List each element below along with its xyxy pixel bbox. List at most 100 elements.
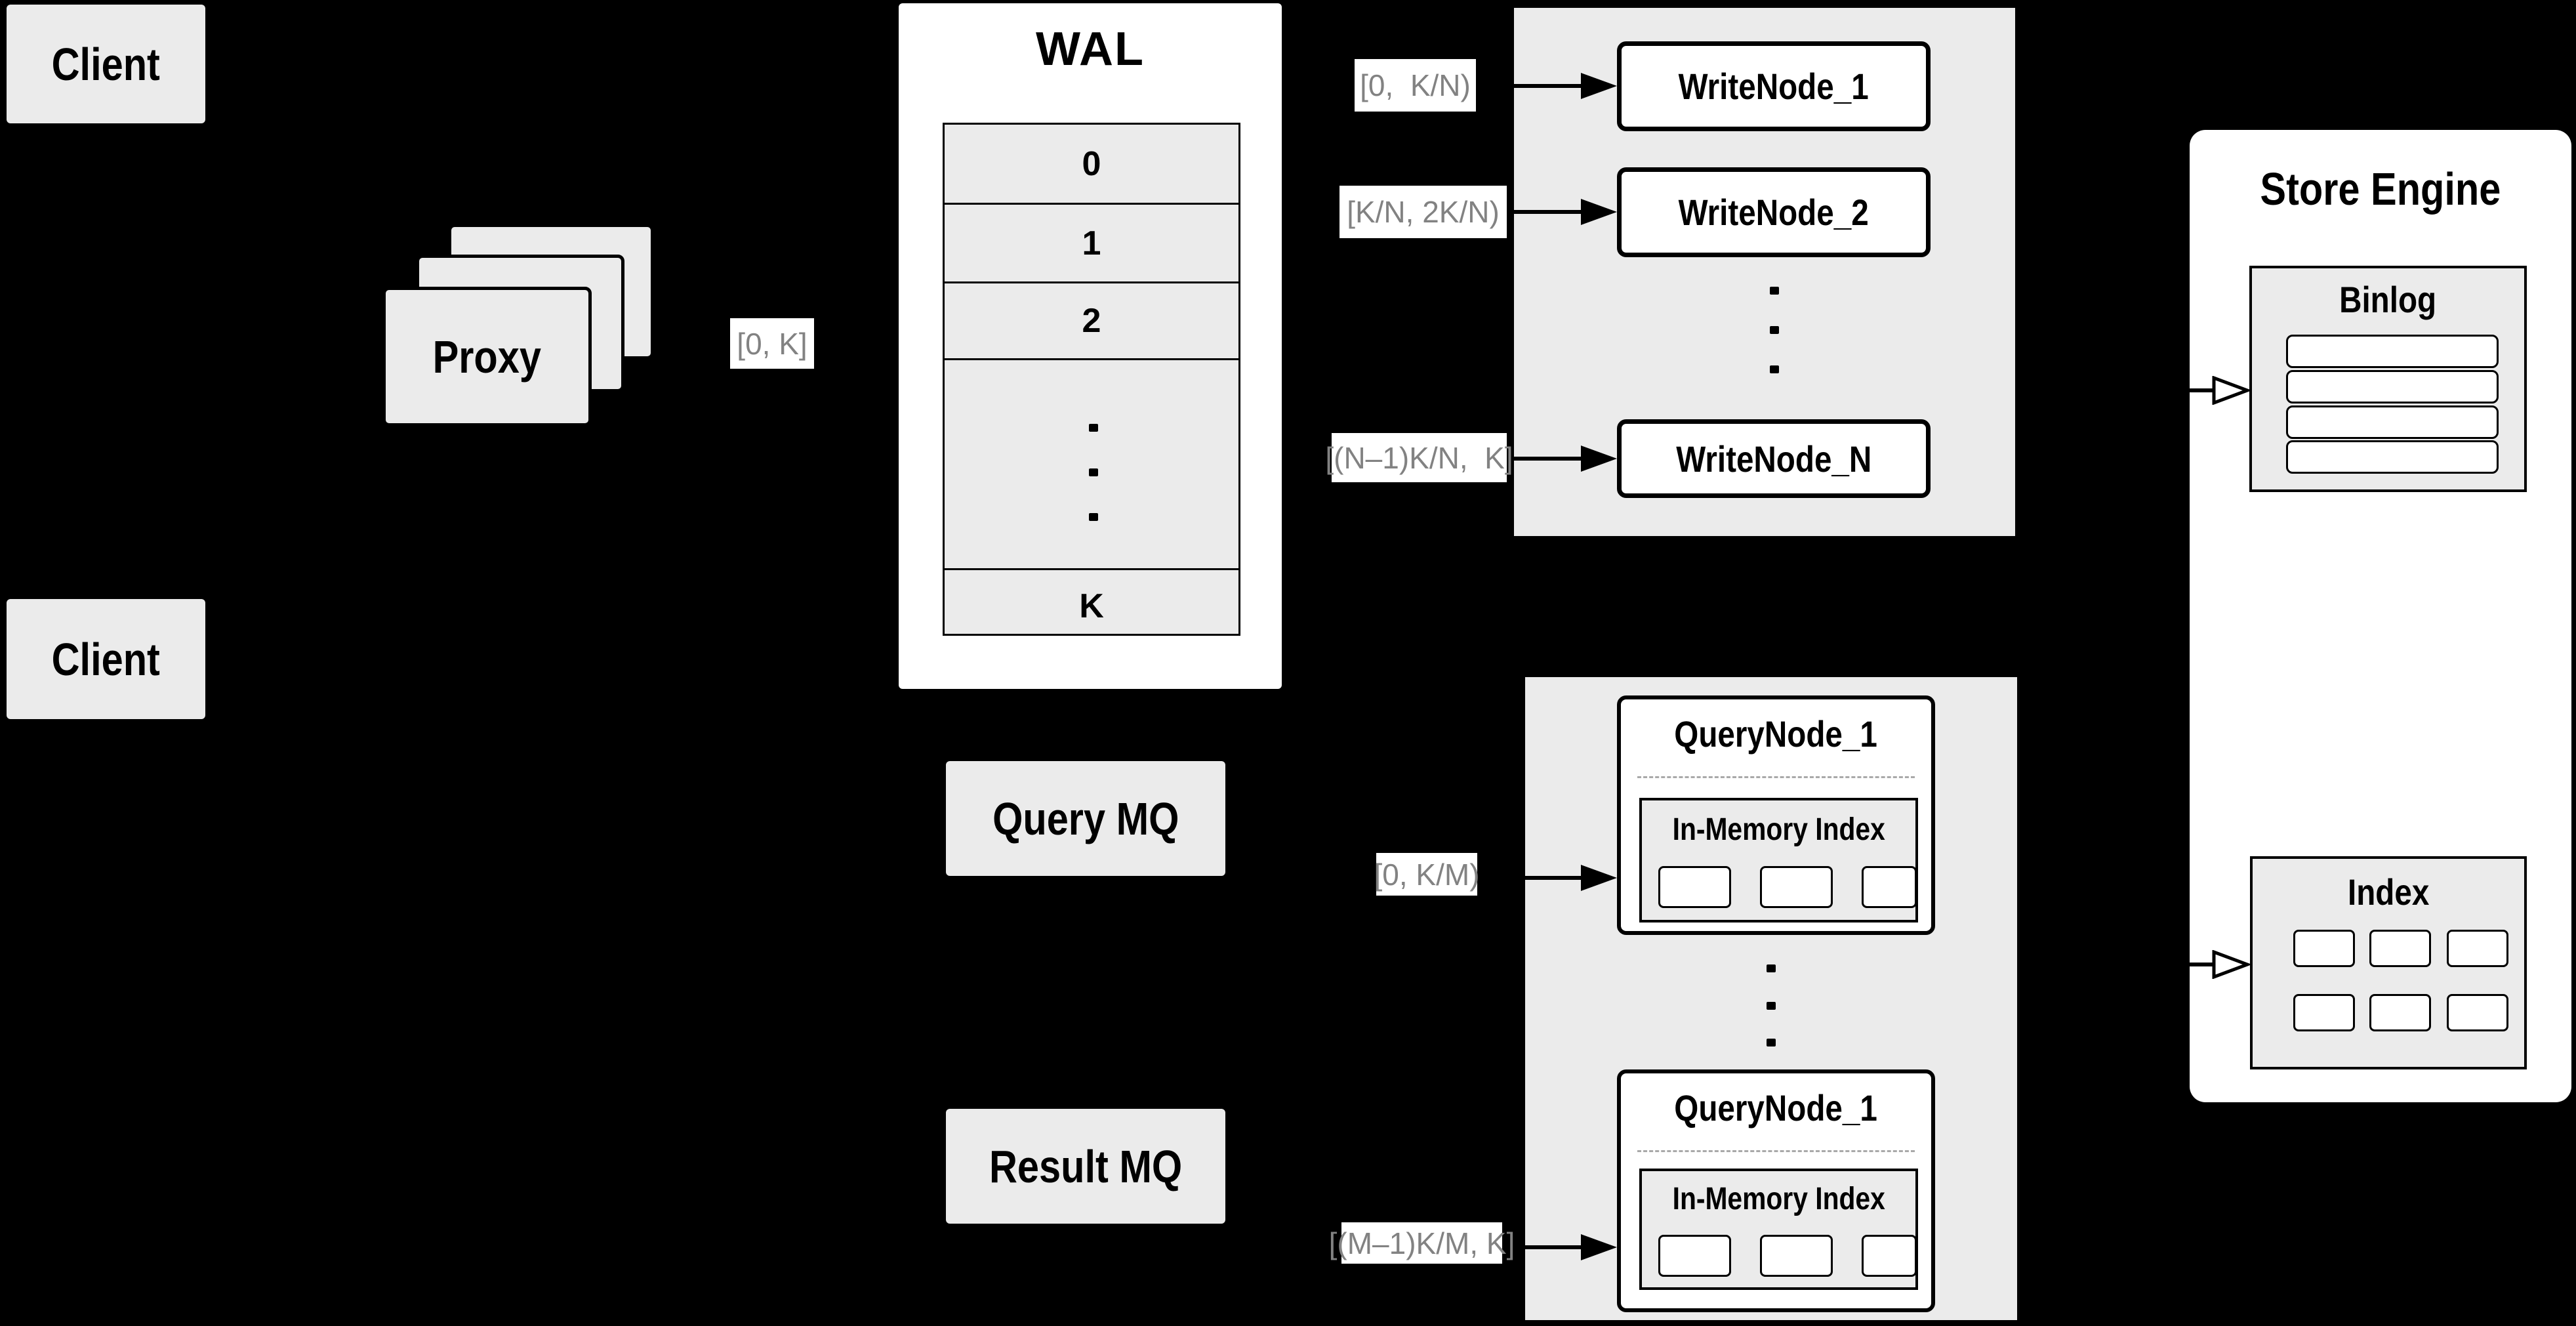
client-box-top: Client: [7, 5, 205, 123]
write-node-n-label: WriteNode_N: [1675, 438, 1871, 480]
store-index-label: Index: [2347, 871, 2430, 913]
wal-row-0-label: 0: [1082, 144, 1101, 183]
wal-title-row: WAL: [899, 3, 1282, 95]
open-arrowhead-binlog: [2212, 376, 2251, 405]
in-memory-index-1-title-row: In-Memory Index: [1642, 800, 1915, 858]
arrow-to-binlog: [2190, 388, 2215, 392]
range-label-query-1-text: [0, K/M): [1374, 857, 1480, 892]
ellipsis-dot: [1089, 424, 1098, 432]
write-node-1-label: WriteNode_1: [1678, 66, 1870, 107]
range-label-write-n-text: [(N–1)K/N, K]: [1325, 440, 1513, 475]
arrow-to-store-index: [2190, 963, 2215, 966]
range-label-write-2-text: [K/N, 2K/N): [1347, 195, 1500, 229]
range-label-write-1-text: [0, K/N): [1360, 68, 1471, 102]
query-node-1-label: QueryNode_1: [1674, 713, 1878, 755]
query-node-2-title-row: QueryNode_1: [1621, 1073, 1931, 1142]
index-segment-box: [1862, 1235, 1917, 1277]
ellipsis-dot: [1089, 513, 1098, 521]
ellipsis-dot: [1089, 468, 1098, 476]
binlog-label: Binlog: [2339, 279, 2437, 320]
ellipsis-dot: [1767, 964, 1776, 972]
arrowhead-to-writenode-n: [1581, 445, 1617, 472]
wal-row-k: K: [945, 568, 1238, 642]
in-memory-index-1-label: In-Memory Index: [1672, 812, 1885, 847]
query-node-2-separator: [1637, 1150, 1915, 1152]
range-label-query-m: [(M–1)K/M, K]: [1329, 1222, 1515, 1264]
wal-row-0: 0: [945, 125, 1238, 203]
index-segment-box: [1862, 866, 1917, 908]
proxy-box-front: Proxy: [382, 287, 592, 426]
range-label-write-2: [K/N, 2K/N): [1339, 186, 1507, 238]
proxy-label: Proxy: [432, 331, 542, 383]
wal-segment-table: 0 1 2 K: [943, 123, 1240, 636]
arrow-to-querynode-1: [1525, 876, 1583, 880]
write-node-n: WriteNode_N: [1617, 419, 1931, 498]
ellipsis-dot: [1770, 326, 1779, 334]
write-node-2: WriteNode_2: [1617, 167, 1931, 257]
in-memory-index-2-title-row: In-Memory Index: [1642, 1171, 1915, 1227]
range-label-write-1: [0, K/N): [1355, 59, 1476, 112]
query-node-2: QueryNode_1 In-Memory Index: [1617, 1069, 1935, 1312]
in-memory-index-2-label: In-Memory Index: [1672, 1182, 1885, 1216]
binlog-row: [2286, 370, 2499, 404]
open-arrowhead-index: [2212, 950, 2251, 979]
store-engine-label: Store Engine: [2260, 163, 2501, 215]
arrow-to-querynode-2: [1525, 1245, 1583, 1249]
wal-title: WAL: [1036, 23, 1145, 75]
range-label-query-m-text: [(M–1)K/M, K]: [1328, 1226, 1515, 1260]
binlog-row: [2286, 405, 2499, 439]
arrowhead-to-querynode-2: [1581, 1234, 1617, 1260]
arrow-to-writenode-2: [1514, 210, 1583, 214]
write-node-2-label: WriteNode_2: [1678, 192, 1870, 233]
store-engine-title-row: Store Engine: [2190, 130, 2571, 248]
result-mq-label: Result MQ: [989, 1140, 1183, 1192]
in-memory-index-1: In-Memory Index: [1639, 798, 1918, 922]
wal-row-1-label: 1: [1082, 224, 1101, 262]
binlog-row: [2286, 440, 2499, 474]
index-cell: [2447, 994, 2508, 1031]
query-node-1-title-row: QueryNode_1: [1621, 699, 1931, 768]
index-segment-box: [1658, 1235, 1731, 1277]
query-mq-box: Query MQ: [946, 761, 1225, 876]
index-cell: [2293, 930, 2355, 967]
index-segment-box: [1658, 866, 1731, 908]
wal-row-ellipsis: [945, 358, 1238, 568]
binlog-title-row: Binlog: [2252, 268, 2524, 331]
arrow-to-writenode-1: [1514, 84, 1583, 88]
query-node-1: QueryNode_1 In-Memory Index: [1617, 695, 1935, 935]
write-node-1: WriteNode_1: [1617, 41, 1931, 131]
ellipsis-dot: [1767, 1039, 1776, 1046]
query-node-2-label: QueryNode_1: [1674, 1087, 1878, 1129]
store-engine-box: Store Engine Binlog Index: [2190, 130, 2571, 1102]
range-label-0-k-text: [0, K]: [737, 326, 808, 361]
wal-box: WAL 0 1 2 K: [899, 3, 1282, 689]
range-label-0-k: [0, K]: [730, 318, 814, 369]
binlog-row: [2286, 335, 2499, 368]
ellipsis-dot: [1770, 287, 1779, 295]
index-cell: [2293, 994, 2355, 1031]
arrow-to-writenode-n: [1514, 457, 1583, 461]
ellipsis-dot: [1770, 365, 1779, 373]
wal-row-1: 1: [945, 203, 1238, 281]
range-label-query-1: [0, K/M): [1374, 853, 1480, 896]
query-mq-label: Query MQ: [992, 793, 1179, 844]
wal-row-k-label: K: [1079, 587, 1104, 625]
store-index-box: Index: [2250, 856, 2527, 1069]
client-box-bottom: Client: [7, 599, 205, 719]
arrowhead-to-querynode-1: [1581, 865, 1617, 891]
result-mq-box: Result MQ: [946, 1109, 1225, 1224]
binlog-box: Binlog: [2249, 266, 2527, 492]
in-memory-index-2: In-Memory Index: [1639, 1169, 1918, 1290]
arrowhead-to-writenode-2: [1581, 199, 1617, 225]
index-cell: [2369, 930, 2431, 967]
ellipsis-dot: [1767, 1002, 1776, 1010]
client-top-label: Client: [51, 38, 161, 90]
index-segment-box: [1760, 1235, 1833, 1277]
range-label-write-n: [(N–1)K/N, K]: [1325, 433, 1513, 482]
index-cell: [2447, 930, 2508, 967]
client-bottom-label: Client: [51, 633, 161, 685]
arrowhead-to-writenode-1: [1581, 73, 1617, 99]
index-segment-box: [1760, 866, 1833, 908]
wal-row-2: 2: [945, 281, 1238, 358]
